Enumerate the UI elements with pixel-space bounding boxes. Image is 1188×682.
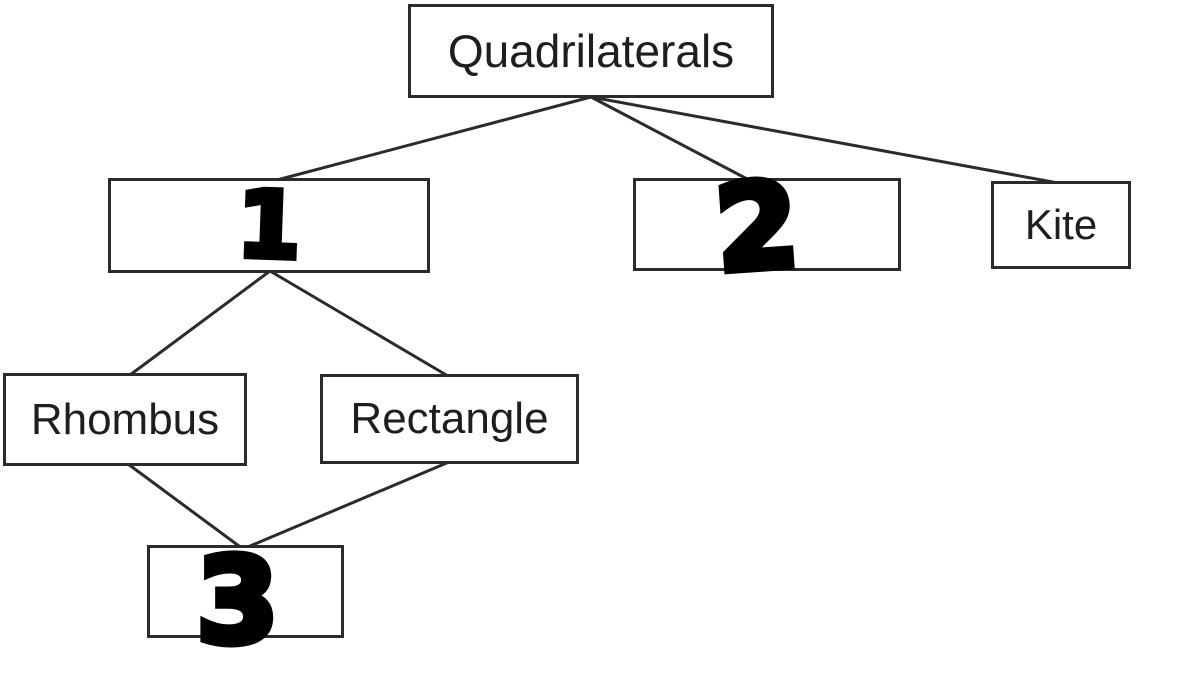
node-rectangle: Rectangle (320, 374, 579, 464)
node-quadrilaterals-label: Quadrilaterals (447, 25, 735, 77)
edge-quadrilaterals-kite (589, 95, 1060, 185)
edge-rectangle-blank3 (241, 460, 451, 551)
edge-blank1-rhombus (128, 269, 272, 377)
node-blank-1 (108, 178, 430, 273)
node-kite: Kite (991, 181, 1131, 269)
edge-quadrilaterals-blank1 (275, 95, 593, 182)
node-kite-label: Kite (1024, 201, 1098, 248)
node-rhombus-label: Rhombus (30, 394, 220, 444)
edge-blank1-rectangle (268, 269, 450, 378)
edge-rhombus-blank3 (126, 462, 245, 551)
node-rectangle-label: Rectangle (350, 394, 549, 443)
node-blank-3 (147, 545, 344, 638)
node-quadrilaterals: Quadrilaterals (408, 4, 774, 98)
node-rhombus: Rhombus (3, 373, 247, 466)
edge-quadrilaterals-blank2 (589, 95, 753, 183)
node-blank-2 (633, 178, 901, 271)
